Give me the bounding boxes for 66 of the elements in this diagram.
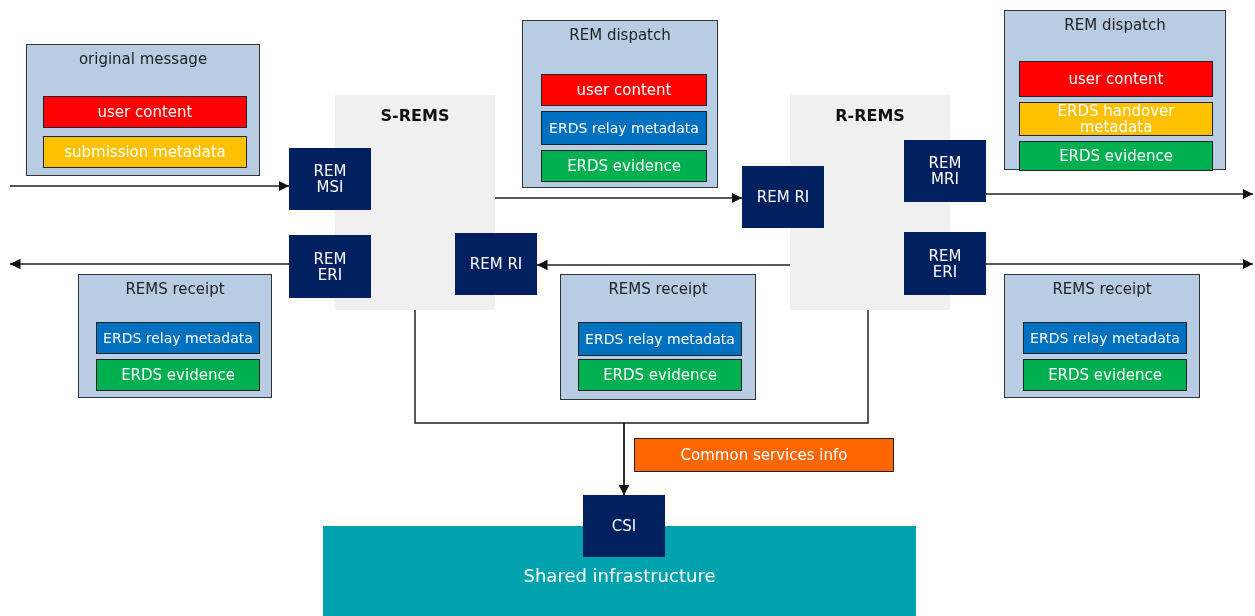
message-panel [1004,10,1226,170]
data-block [96,322,260,354]
node-label: REM ERI [312,250,348,283]
arrow [985,258,1254,270]
data-block [541,150,707,182]
arrow [618,309,869,496]
interface-box [904,232,986,295]
interface-box [289,235,371,298]
info-box [634,438,894,472]
node-label: ERDS evidence [120,367,236,383]
panel-heading: R-REMS [834,107,906,124]
data-block [96,359,260,391]
panel-heading: REMS receipt [1051,281,1153,297]
interface-box [583,495,665,557]
node-label: REM ERI [927,247,963,280]
panel-heading: REMS receipt [124,281,226,297]
node-label: REM MSI [312,163,348,195]
message-panel [522,20,718,188]
message-panel [1004,274,1200,398]
node-label: ERDS handover metadata [1056,103,1176,135]
data-block [43,136,247,168]
node-label: REM RI [755,189,811,205]
node-label: ERDS evidence [1047,367,1163,383]
node-label: user content [96,104,194,120]
data-block [1019,61,1213,97]
panel-heading: S-REMS [379,107,451,124]
arrow [985,188,1254,200]
data-block [541,111,707,145]
node-label: ERDS relay metadata [102,330,254,346]
interface-box [742,166,824,228]
interface-box [289,148,371,210]
panel-heading: REMS receipt [607,281,709,297]
panel-heading: REM dispatch [1063,17,1167,33]
node-label: REM MRI [927,155,963,187]
arrow [9,258,290,270]
message-panel [78,274,272,398]
node-label: Shared infrastructure [522,566,717,585]
node-label: CSI [610,518,638,534]
data-block [578,322,742,356]
node-label: user content [575,82,673,98]
message-panel [560,274,756,400]
data-block [1023,359,1187,391]
arrow [536,259,791,271]
data-block [1019,102,1213,136]
node-label: REM RI [468,256,524,272]
data-block [578,359,742,391]
panel-heading: original message [77,51,209,67]
node-label: ERDS evidence [566,158,682,174]
interface-box [904,140,986,202]
node-label: ERDS evidence [1058,148,1174,164]
node-label: Common services info [679,447,849,463]
node-label: submission metadata [63,144,227,160]
node-label: ERDS relay metadata [548,120,700,136]
arrow [494,192,743,204]
node-label: ERDS relay metadata [1029,330,1181,346]
node-label: user content [1067,71,1165,87]
data-block [1019,141,1213,171]
arrow [9,180,290,192]
message-panel [26,44,260,176]
data-block [43,96,247,128]
interface-box [455,233,537,295]
node-label: ERDS evidence [602,367,718,383]
data-block [1023,322,1187,354]
node-label: ERDS relay metadata [584,331,736,347]
data-block [541,74,707,106]
panel-heading: REM dispatch [568,27,672,43]
